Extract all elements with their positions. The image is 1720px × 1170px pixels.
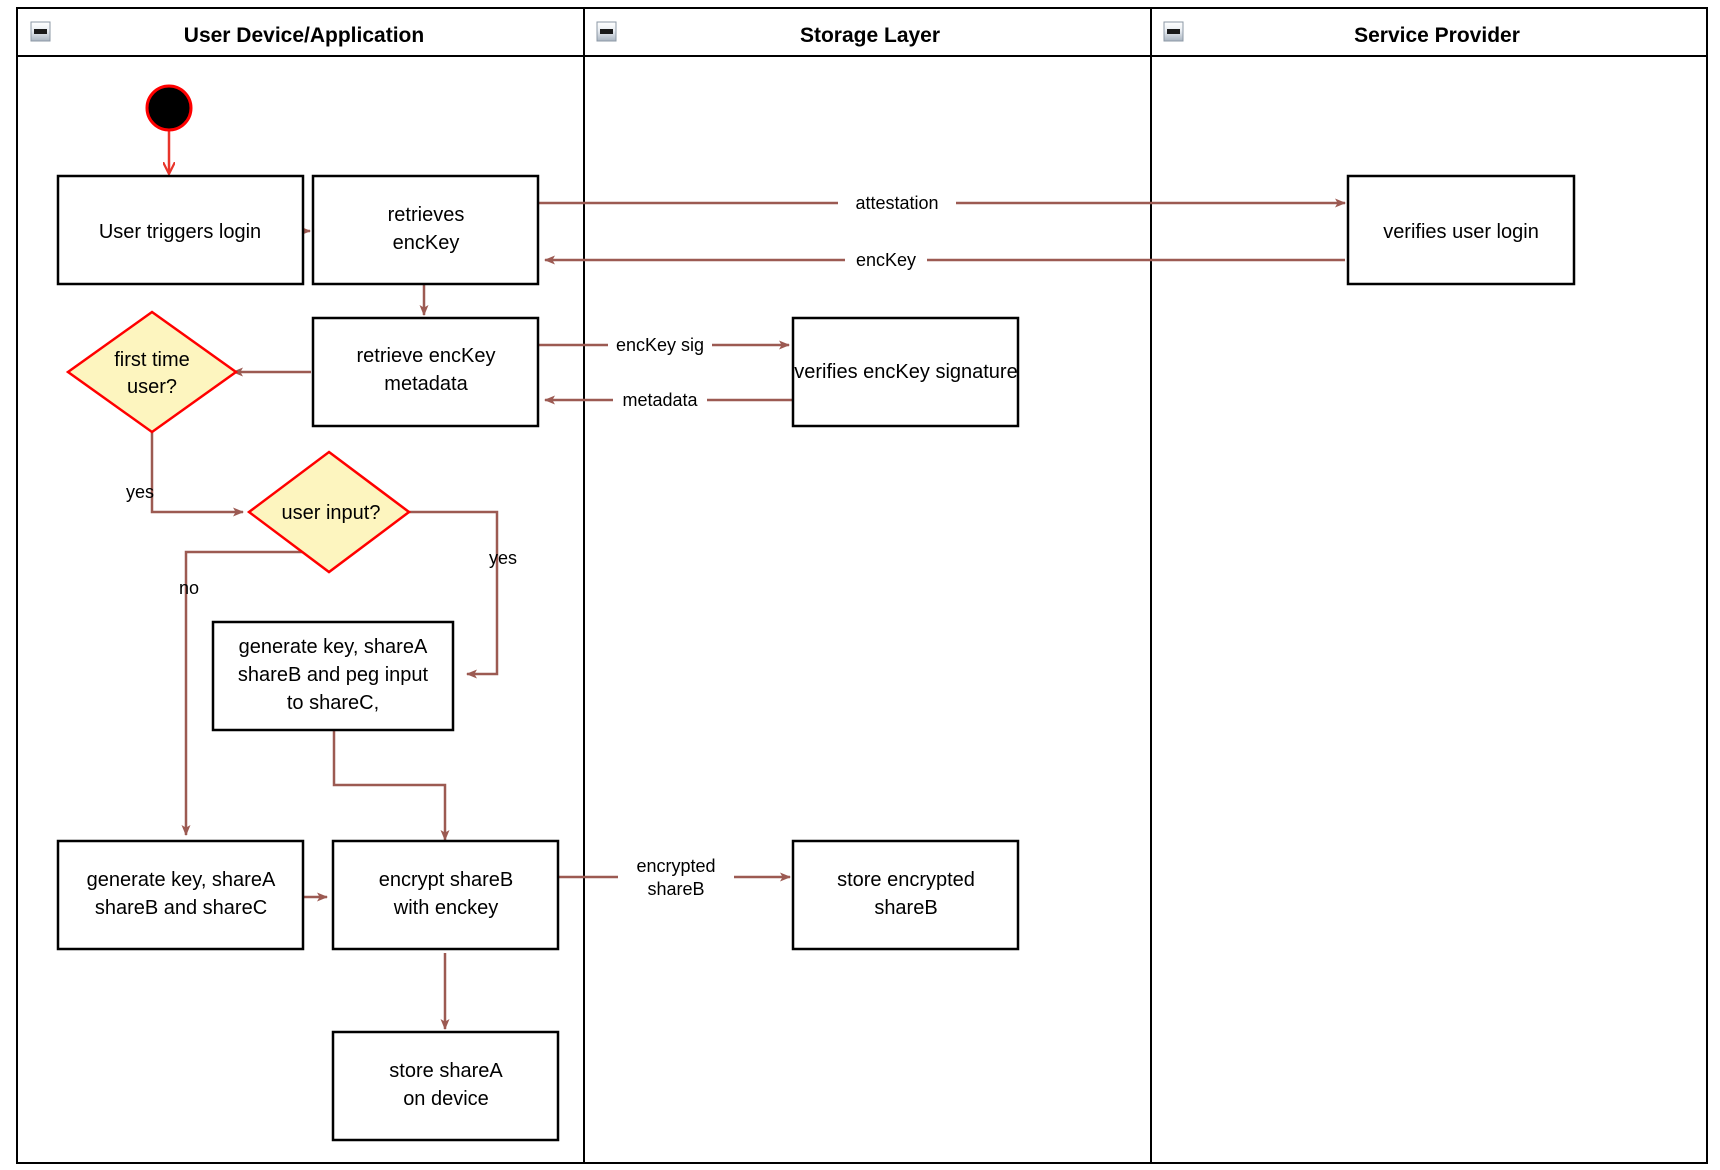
node-label-peg-line2: shareB and peg input: [238, 664, 429, 686]
edge-peg-to-encrypt: [332, 729, 450, 841]
guard-label-yes-firsttime: yes: [126, 482, 154, 502]
node-label-peg-line3: to shareC,: [287, 692, 379, 714]
node-retrieves-enckey[interactable]: retrieves encKey: [311, 174, 540, 286]
edge-label-enckey-sig: encKey sig: [616, 335, 704, 355]
node-encrypt-shareb[interactable]: encrypt shareB with enckey: [331, 839, 560, 951]
lane-title-user-device: User Device/Application: [184, 24, 424, 47]
node-label-user-input: user input?: [282, 502, 381, 524]
node-label-first-time-line2: user?: [127, 376, 177, 398]
node-user-input-decision[interactable]: user input?: [246, 450, 412, 574]
node-generate-key-sharec[interactable]: generate key, shareA shareB and shareC: [56, 839, 305, 951]
node-label-store-enc-line2: shareB: [874, 897, 937, 919]
edge-label-bg-enckey: [845, 249, 927, 271]
collapse-minus-icon-lane1[interactable]: [30, 21, 51, 42]
node-label-encrypt-line1: encrypt shareB: [379, 869, 514, 891]
node-generate-key-peg-input[interactable]: generate key, shareA shareB and peg inpu…: [211, 620, 455, 732]
node-label-retrieves-line2: encKey: [393, 232, 460, 254]
node-label-gen-line2: shareB and shareC: [95, 897, 267, 919]
node-label-user-triggers-login: User triggers login: [99, 221, 261, 243]
edge-label-bg-attestation: [838, 192, 956, 214]
lane-title-service-provider: Service Provider: [1354, 24, 1520, 47]
guard-label-no-userinput: no: [179, 578, 199, 598]
node-user-triggers-login[interactable]: User triggers login: [56, 174, 305, 286]
node-label-encrypt-line2: with enckey: [393, 897, 499, 919]
edge-label-bg-metadata: [613, 389, 707, 411]
lane-title-storage: Storage Layer: [800, 24, 940, 47]
edge-label-encrypted-line2: shareB: [647, 879, 704, 899]
edge-userinput-yes: [409, 510, 499, 679]
node-label-peg-line1: generate key, shareA: [239, 636, 428, 658]
collapse-minus-icon-lane2[interactable]: [596, 21, 617, 42]
edge-firsttime-yes: [150, 414, 244, 517]
node-label-store-sharea-line1: store shareA: [389, 1060, 503, 1082]
node-label-store-enc-line1: store encrypted: [837, 869, 975, 891]
node-store-encrypted-shareb[interactable]: store encrypted shareB: [791, 839, 1020, 951]
edge-label-bg-encrypted-shareb: [618, 848, 734, 900]
node-verifies-enckey-signature[interactable]: verifies encKey signature: [791, 316, 1020, 428]
node-label-verifies-sig: verifies encKey signature: [794, 361, 1017, 383]
edge-label-encrypted-line1: encrypted: [636, 856, 715, 876]
node-first-time-user-decision[interactable]: first time user?: [65, 310, 239, 434]
node-label-first-time-line1: first time: [114, 349, 190, 371]
initial-node: [145, 84, 193, 132]
diagram-frame: [16, 7, 1708, 1164]
edge-label-metadata: metadata: [622, 390, 698, 410]
guard-label-yes-userinput: yes: [489, 548, 517, 568]
edge-label-enckey: encKey: [856, 250, 916, 270]
node-store-sharea-on-device[interactable]: store shareA on device: [331, 1030, 560, 1142]
node-label-verifies-user-login: verifies user login: [1383, 221, 1539, 243]
node-label-gen-line1: generate key, shareA: [87, 869, 276, 891]
edge-userinput-no: [181, 550, 326, 836]
node-verifies-user-login[interactable]: verifies user login: [1346, 174, 1576, 286]
node-label-retrieve-meta-line2: metadata: [384, 373, 468, 395]
node-label-store-sharea-line2: on device: [403, 1088, 489, 1110]
edge-label-bg-enckey-sig: [608, 334, 712, 356]
edge-label-attestation: attestation: [855, 193, 938, 213]
collapse-minus-icon-lane3[interactable]: [1163, 21, 1184, 42]
node-label-retrieves-line1: retrieves: [388, 204, 465, 226]
node-label-retrieve-meta-line1: retrieve encKey: [357, 345, 496, 367]
node-retrieve-enckey-metadata[interactable]: retrieve encKey metadata: [311, 316, 540, 428]
